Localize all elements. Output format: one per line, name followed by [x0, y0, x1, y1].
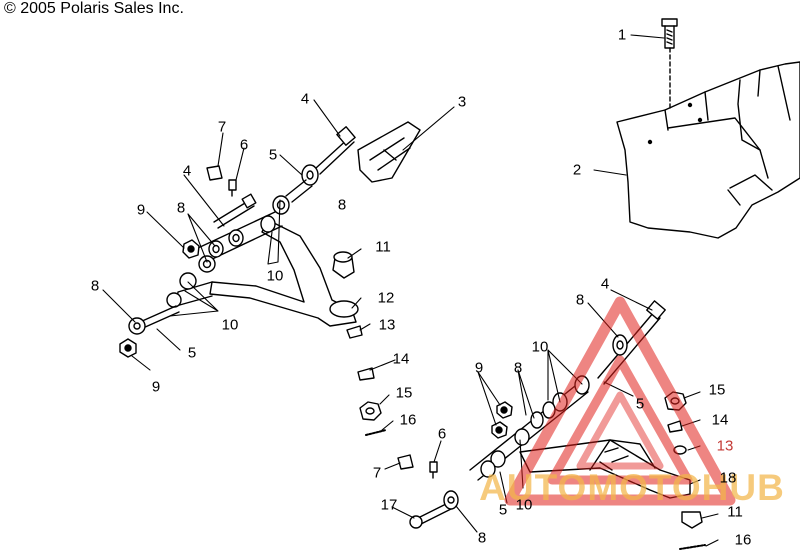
- callout-10-lower: 10: [221, 316, 239, 334]
- callout-8-upper-b: 8: [337, 196, 347, 214]
- callout-5-lower: 5: [187, 344, 197, 362]
- callout-8-lower-arm-a: 8: [575, 291, 585, 309]
- callout-13-lower: 13: [716, 437, 734, 455]
- callout-1: 1: [617, 26, 627, 44]
- callout-3: 3: [457, 93, 467, 111]
- callout-8-lower-arm-b: 8: [513, 359, 523, 377]
- callout-16: 16: [399, 411, 417, 429]
- callout-9-upper: 9: [136, 201, 146, 219]
- callout-14: 14: [392, 350, 410, 368]
- bracket-plate-part: [357, 121, 421, 183]
- callout-5-lower-arm-b: 5: [498, 501, 508, 519]
- callout-7: 7: [217, 118, 227, 136]
- callout-17: 17: [380, 496, 398, 514]
- callout-18: 18: [719, 469, 737, 487]
- callout-10-upper: 10: [266, 267, 284, 285]
- callout-9-lower-arm: 9: [474, 359, 484, 377]
- callout-2: 2: [572, 161, 582, 179]
- callout-7-lower: 7: [372, 464, 382, 482]
- bolt-part: [661, 18, 678, 111]
- callout-5-upper: 5: [268, 146, 278, 164]
- callout-11-lower: 11: [727, 503, 743, 521]
- callout-11: 11: [375, 238, 391, 256]
- mud-guard-part: [616, 61, 800, 239]
- callout-8-lower-arm-c: 8: [477, 529, 487, 547]
- callout-4-inner-bolt: 4: [182, 162, 192, 180]
- callout-13: 13: [378, 316, 396, 334]
- callout-6: 6: [239, 136, 249, 154]
- callout-15-lower: 15: [708, 381, 726, 399]
- callout-4-upper-bolt: 4: [300, 90, 310, 108]
- callout-4-long-bolt: 4: [600, 275, 610, 293]
- callout-8-lower: 8: [90, 277, 100, 295]
- watermark-text: AUTOMOTOHUB: [479, 467, 785, 508]
- callout-15: 15: [395, 384, 413, 402]
- callout-5-lower-arm-a: 5: [635, 395, 645, 413]
- callout-10-lower-arm-a: 10: [531, 338, 549, 356]
- callout-12: 12: [377, 289, 395, 307]
- upper-a-arm-assembly: [119, 126, 387, 436]
- callout-10-lower-arm-b: 10: [515, 496, 533, 514]
- callout-14-lower: 14: [711, 411, 729, 429]
- callout-8-upper-a: 8: [176, 199, 186, 217]
- copyright-notice: © 2005 Polaris Sales Inc.: [4, 0, 184, 17]
- callout-6-lower: 6: [437, 425, 447, 443]
- callout-9-lower: 9: [151, 378, 161, 396]
- callout-16-lower: 16: [734, 531, 752, 549]
